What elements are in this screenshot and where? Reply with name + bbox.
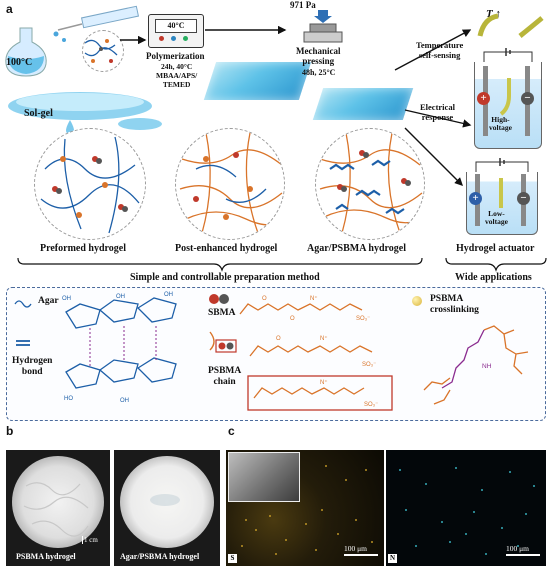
post-enhanced-hydrogel-label: Post-enhanced hydrogel (175, 243, 278, 254)
sem-inset-image (228, 452, 300, 502)
legend-psbma-crosslinking-label: PSBMA crosslinking (430, 294, 479, 315)
summary-braces (17, 257, 547, 272)
svg-text:OH: OH (164, 292, 173, 298)
press-icon (303, 10, 343, 43)
svg-text:SO₃⁻: SO₃⁻ (362, 362, 376, 368)
flask-temperature: 100°C (6, 57, 33, 68)
temperature-self-sensing-label: Temperature self-sensing (416, 40, 464, 60)
oven-temp-display: 40°C (155, 19, 197, 33)
agar-psbma-hydrogel-label: Agar/PSBMA hydrogel (307, 243, 406, 254)
bending-strip-icon (477, 13, 544, 38)
panel-label-c: c (228, 424, 235, 438)
process-arrows (120, 25, 472, 186)
electrical-response-label: Electrical response (420, 102, 455, 122)
svg-text:SO₃⁻: SO₃⁻ (356, 316, 370, 322)
crosslinker-sphere-icon (412, 296, 422, 306)
agar-structure-diagram: OH OH OH HO OH (62, 292, 177, 404)
psbma-petri-dish (12, 456, 104, 548)
svg-text:N⁺: N⁺ (320, 379, 328, 386)
low-voltage-beaker: + − Low- voltage (466, 172, 538, 235)
agar-psbma-network-circle (315, 128, 425, 240)
svg-text:O: O (262, 296, 267, 302)
high-voltage-beaker: + − High- voltage (474, 62, 542, 149)
svg-text:O: O (290, 316, 295, 322)
pressure-value: 971 Pa (290, 0, 316, 10)
pressing-conditions: 48h, 25°C (302, 68, 336, 77)
svg-text:OH: OH (62, 296, 71, 302)
nitrogen-scale-label: 100 μm (506, 544, 529, 553)
agar-psbma-photo: Agar/PSBMA hydrogel (114, 450, 220, 566)
legend-sbma-label: SBMA (208, 308, 236, 318)
psbma-scale-label: 1 cm (84, 536, 98, 544)
low-positive-electrode-icon: + (469, 192, 482, 205)
sbma-monomer-icon (209, 294, 229, 304)
nitrogen-element-badge: N (388, 554, 397, 563)
svg-text:O: O (276, 336, 281, 342)
flask-icon (5, 27, 47, 77)
sulfur-element-badge: S (228, 554, 237, 563)
hydrogel-actuator-label: Hydrogel actuator (456, 243, 535, 254)
crosslinking-structure-diagram: NH (423, 325, 529, 405)
sol-gel-label: Sol-gel (24, 108, 53, 119)
negative-electrode-icon: − (521, 92, 534, 105)
high-voltage-label: High- voltage (489, 115, 512, 132)
svg-text:N⁺: N⁺ (310, 295, 318, 302)
sbma-structure-diagram: O O N⁺ SO₃⁻ (239, 295, 370, 322)
oven-icon: 40°C (148, 14, 204, 48)
simple-method-label: Simple and controllable preparation meth… (130, 272, 320, 283)
low-voltage-wire (475, 158, 529, 172)
panel-label-a: a (6, 2, 13, 16)
polymerization-conditions: 24h, 40°C MBAA/APS/ TEMED (156, 62, 198, 89)
positive-electrode-icon: + (477, 92, 490, 105)
psbma-chain-icon (209, 331, 237, 353)
agar-psbma-caption: Agar/PSBMA hydrogel (120, 552, 200, 561)
agar-psbma-petri-dish (120, 456, 214, 548)
panel-label-b: b (6, 424, 14, 438)
legend-agar-label: Agar (38, 296, 59, 306)
svg-text:SO₃⁻: SO₃⁻ (364, 402, 378, 408)
sulfur-map-image: S 100 μm (226, 450, 384, 566)
wide-applications-label: Wide applications (455, 272, 532, 283)
hydrogen-bond-icon (16, 340, 30, 346)
nitrogen-dots (399, 467, 535, 555)
svg-text:N⁺: N⁺ (320, 335, 328, 342)
preformed-network-circle (34, 128, 146, 240)
polymerization-label: Polymerization (146, 51, 205, 61)
low-voltage-label: Low- voltage (485, 209, 508, 226)
post-enhanced-network-circle (175, 128, 285, 240)
molecule-zoom-circle (82, 30, 124, 72)
high-voltage-wire (483, 48, 533, 62)
psbma-structure-diagram: O N⁺ SO₃⁻ N⁺ SO₃⁻ (247, 335, 393, 411)
nitrogen-map-image: N 100 μm (386, 450, 546, 566)
low-negative-electrode-icon: − (517, 192, 530, 205)
psbma-photo: 1 cm PSBMA hydrogel (6, 450, 110, 566)
legend-hydrogen-bond-label: Hydrogen bond (12, 356, 53, 377)
sol-gel-puddle (8, 92, 162, 134)
legend-psbma-chain-label: PSBMA chain (208, 366, 242, 387)
svg-text:OH: OH (116, 294, 125, 300)
sulfur-scale-label: 100 μm (344, 544, 367, 553)
preformed-hydrogel-label: Preformed hydrogel (40, 243, 127, 254)
svg-text:HO: HO (64, 396, 73, 402)
mechanical-pressing-label: Mechanical pressing (296, 46, 341, 66)
psbma-caption: PSBMA hydrogel (16, 552, 76, 561)
nh-label: NH (482, 363, 492, 370)
agar-wave-icon (14, 300, 32, 308)
svg-text:OH: OH (120, 398, 129, 404)
sulfur-dots (241, 465, 373, 555)
syringe-icon (53, 5, 140, 42)
